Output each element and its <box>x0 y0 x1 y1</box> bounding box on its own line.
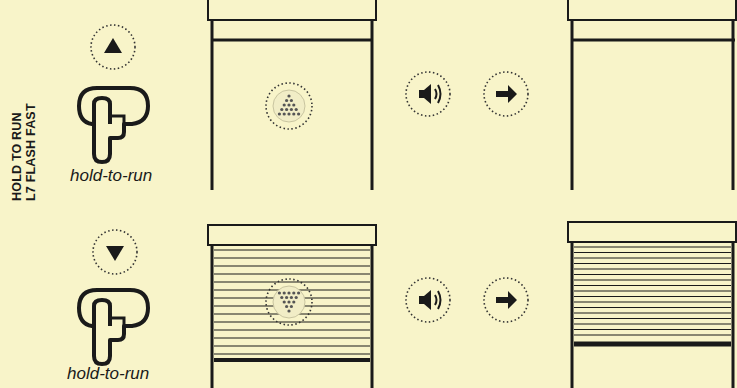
triangle-dot <box>290 305 293 308</box>
triangle-dot <box>278 112 281 115</box>
shutter-slat <box>574 263 731 264</box>
shutter-slat <box>574 268 731 269</box>
hold-to-run-caption: hold-to-run <box>70 166 152 186</box>
triangle-dot <box>285 305 288 308</box>
shutter-slat <box>214 249 370 250</box>
mode-subtitle: L7 FLASH FAST <box>25 103 37 201</box>
triangle-dot <box>285 99 288 102</box>
shutter-slat <box>214 329 370 330</box>
shutter-slat <box>574 334 731 335</box>
triangle-dot <box>295 108 298 111</box>
mode-title: HOLD TO RUN <box>11 112 23 201</box>
shutter-slat <box>574 296 731 297</box>
triangle-dot <box>283 300 286 303</box>
triangle-dot <box>290 99 293 102</box>
triangle-dot <box>295 296 298 299</box>
shutter-slat <box>214 265 370 266</box>
triangle-dot <box>280 108 283 111</box>
shutter-slat <box>574 312 731 313</box>
shutter-slat <box>214 321 370 322</box>
shutter-slat <box>214 353 370 354</box>
shutter-slat <box>574 318 731 319</box>
triangle-dot <box>292 103 295 106</box>
triangle-dot <box>278 291 281 294</box>
triangle-dot <box>292 291 295 294</box>
triangle-dot <box>287 112 290 115</box>
triangle-dot <box>287 103 290 106</box>
triangle-dot <box>285 108 288 111</box>
shutter-slat <box>574 274 731 275</box>
triangle-dot <box>290 108 293 111</box>
shutter-slat <box>574 290 731 291</box>
triangle-dot <box>292 300 295 303</box>
triangle-dot <box>292 112 295 115</box>
shutter-slat <box>574 329 731 330</box>
triangle-dot <box>283 112 286 115</box>
shutter-slat <box>214 281 370 282</box>
shutter-slat <box>574 252 731 253</box>
shutter-slat <box>574 257 731 258</box>
triangle-dot <box>283 291 286 294</box>
shutter-slat <box>574 246 731 247</box>
triangle-dot <box>287 300 290 303</box>
triangle-dot <box>297 291 300 294</box>
shutter-slat <box>574 279 731 280</box>
triangle-dot <box>287 309 290 312</box>
triangle-dot <box>280 296 283 299</box>
shutter-slat <box>214 345 370 346</box>
shutter-slat <box>214 337 370 338</box>
shutter-slat <box>574 301 731 302</box>
triangle-dot <box>287 291 290 294</box>
triangle-dot <box>297 112 300 115</box>
triangle-dot <box>290 296 293 299</box>
shutter-slat <box>574 323 731 324</box>
triangle-dot <box>285 296 288 299</box>
shutter-slat <box>214 273 370 274</box>
triangle-dot <box>283 103 286 106</box>
shutter-slat <box>574 307 731 308</box>
triangle-dot <box>287 94 290 97</box>
hold-to-run-caption: hold-to-run <box>67 364 149 384</box>
shutter-slat <box>214 257 370 258</box>
shutter-slat <box>574 285 731 286</box>
